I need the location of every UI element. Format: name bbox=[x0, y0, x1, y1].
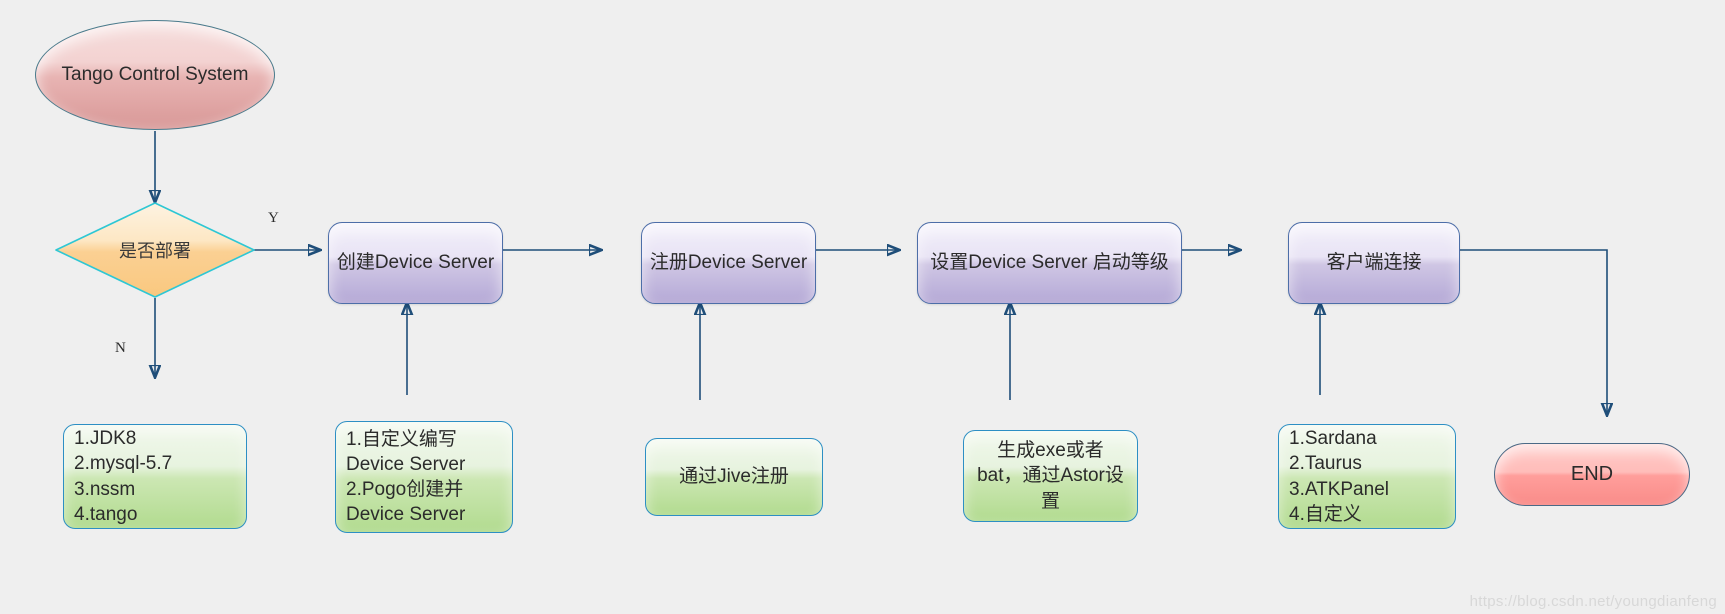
edge-label-yes: Y bbox=[268, 210, 279, 226]
decision-shape bbox=[55, 202, 255, 298]
note-jive-registration[interactable]: 通过Jive注册 bbox=[645, 438, 823, 516]
note-client-tools[interactable]: 1.Sardana 2.Taurus 3.ATKPanel 4.自定义 bbox=[1278, 424, 1456, 529]
node-process-client-connect[interactable]: 客户端连接 bbox=[1288, 222, 1460, 304]
node-decision[interactable]: 是否部署 bbox=[55, 202, 255, 298]
node-start[interactable]: Tango Control System bbox=[35, 20, 275, 130]
note-prerequisites[interactable]: 1.JDK8 2.mysql-5.7 3.nssm 4.tango bbox=[63, 424, 247, 529]
node-end[interactable]: END bbox=[1494, 443, 1690, 506]
watermark-text: https://blog.csdn.net/youngdianfeng bbox=[1469, 593, 1717, 610]
note-device-server-creation[interactable]: 1.自定义编写 Device Server 2.Pogo创建并 Device S… bbox=[335, 421, 513, 533]
node-process-set-startup-level[interactable]: 设置Device Server 启动等级 bbox=[917, 222, 1182, 304]
node-process-create-device-server[interactable]: 创建Device Server bbox=[328, 222, 503, 304]
note-astor-startup[interactable]: 生成exe或者 bat，通过Astor设 置 bbox=[963, 430, 1138, 522]
decision-label: 是否部署 bbox=[119, 241, 191, 261]
edge-label-no: N bbox=[115, 340, 126, 356]
node-process-register-device-server[interactable]: 注册Device Server bbox=[641, 222, 816, 304]
